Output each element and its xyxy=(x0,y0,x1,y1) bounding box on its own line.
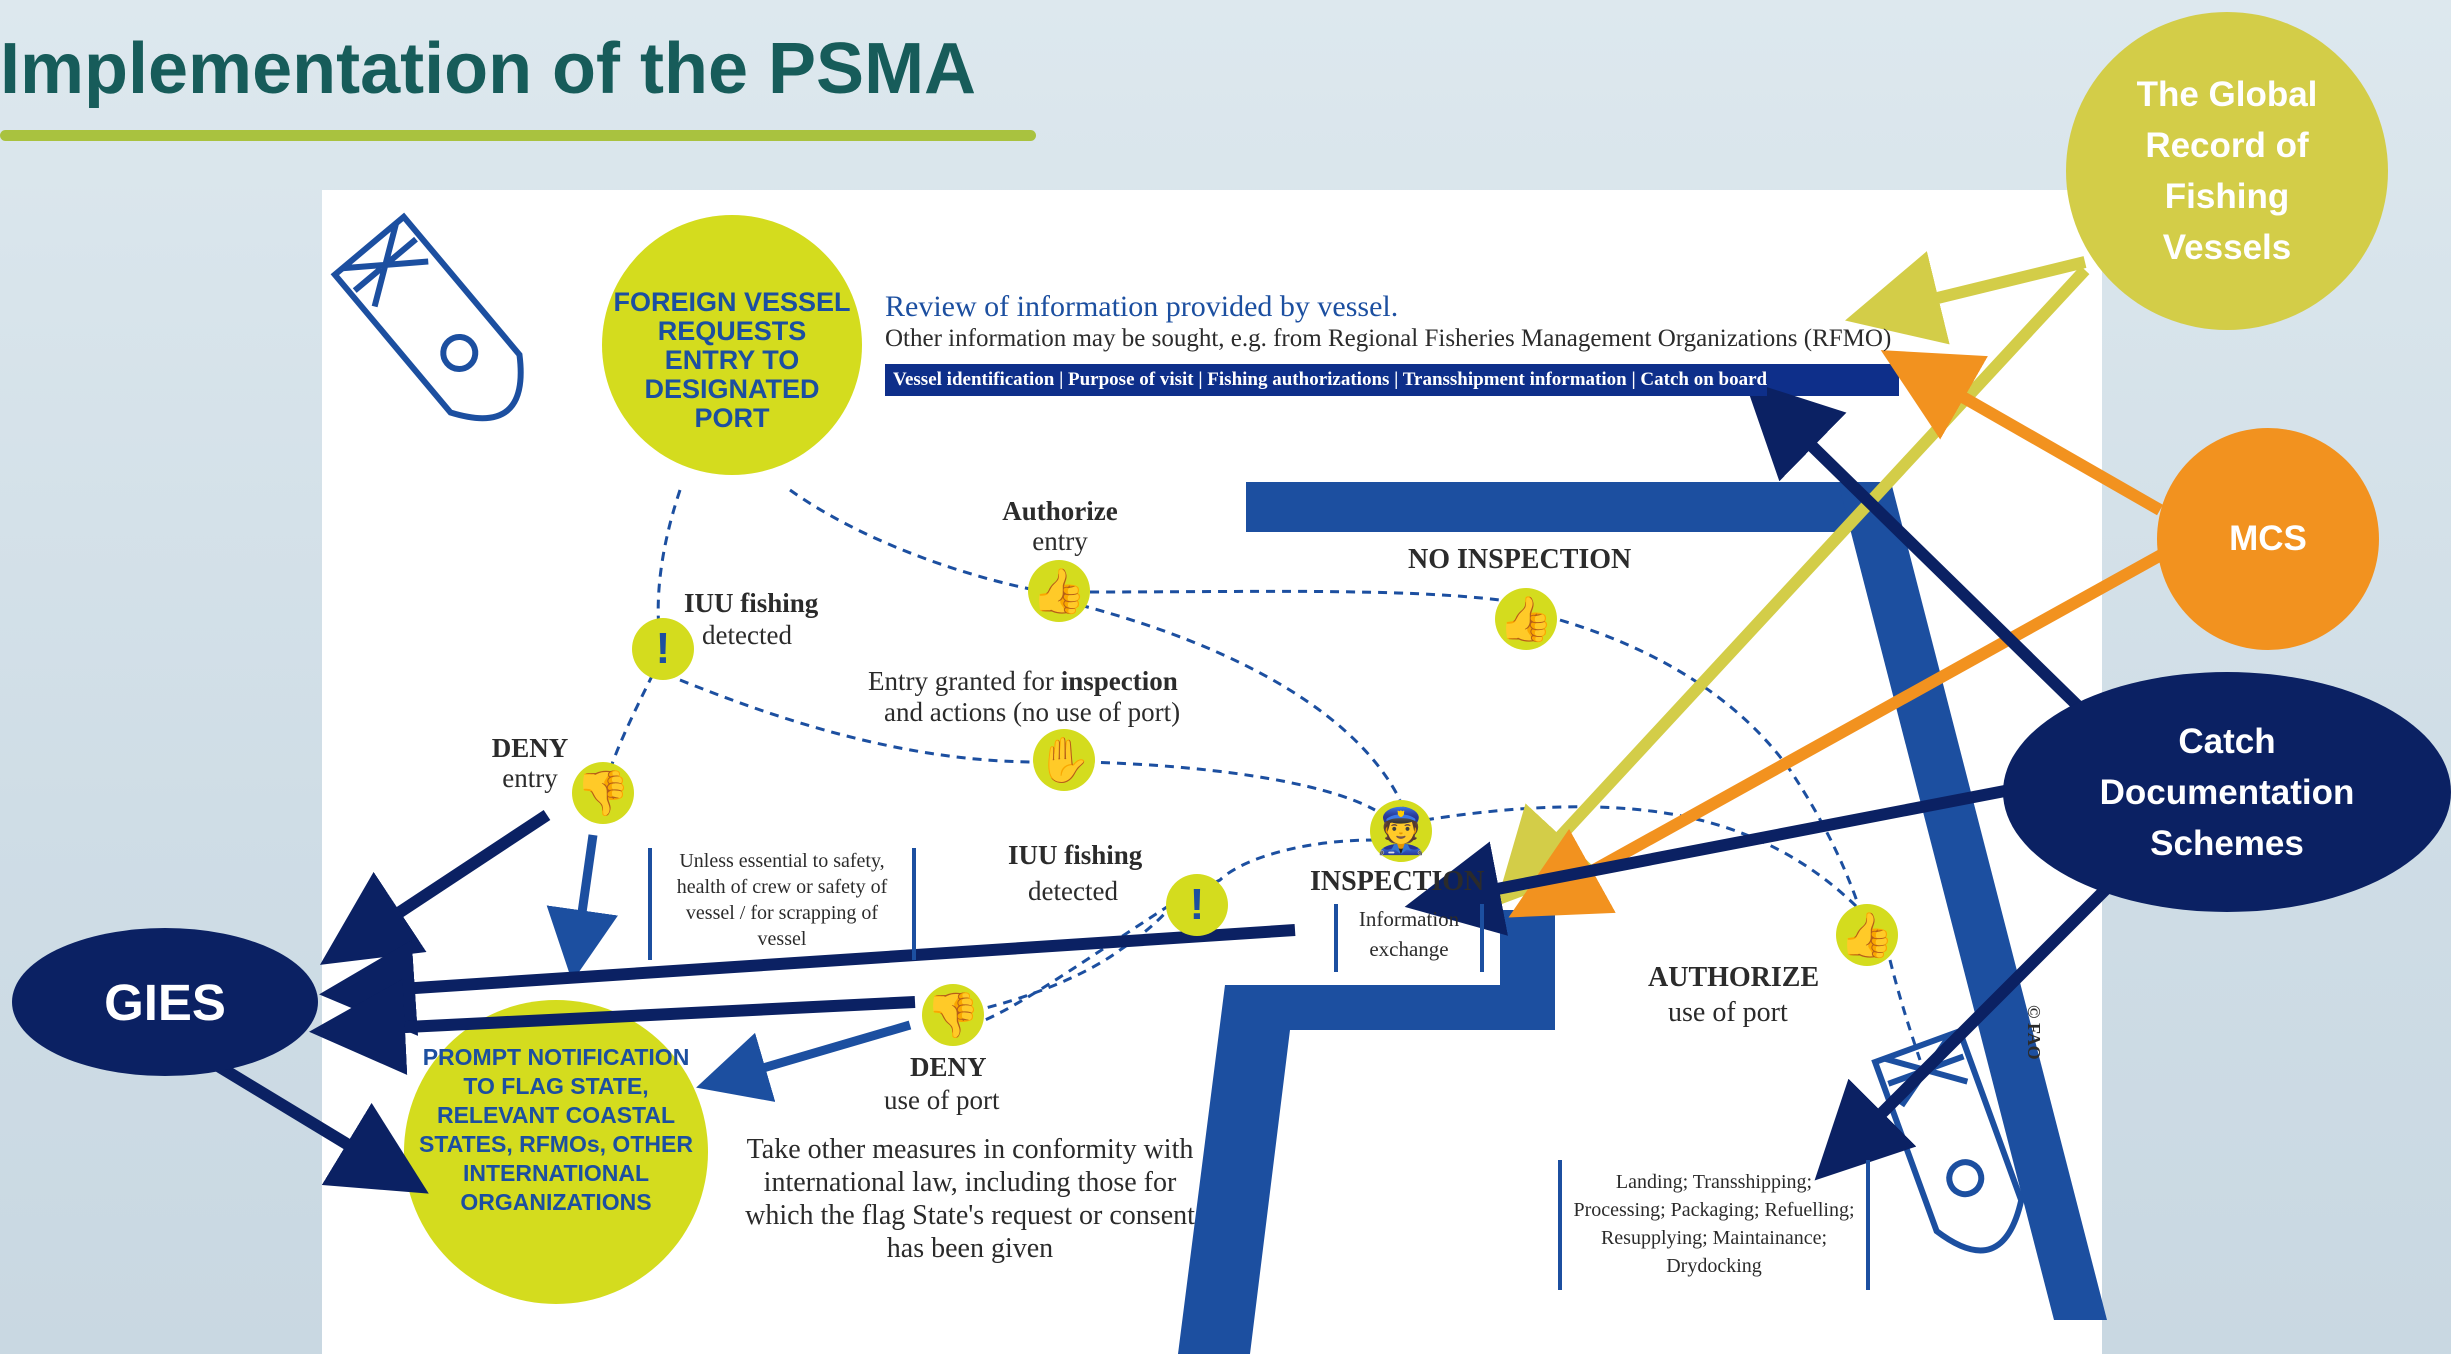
iuu-detected-sub-1: detected xyxy=(702,620,792,650)
entry-granted-b: inspection xyxy=(1060,666,1178,696)
review-heading: Review of information provided by vessel… xyxy=(885,290,1399,323)
catch-doc-bubble: Catch Documentation Schemes xyxy=(2003,672,2451,912)
authorize-port-sub: use of port xyxy=(1668,997,1788,1028)
alert-icon: ! xyxy=(1166,874,1228,936)
unless-essential-note: Unless essential to safety, health of cr… xyxy=(648,848,916,960)
entry-granted-label: Entry granted for inspection xyxy=(868,666,1178,697)
boat-icon-top xyxy=(330,212,524,422)
global-record-bubble: The Global Record of Fishing Vessels xyxy=(2066,12,2388,330)
other-measures-text: Take other measures in conformity with i… xyxy=(745,1134,1195,1264)
deny-entry-sub: entry xyxy=(502,763,558,793)
information-exchange-note: Information exchange xyxy=(1334,904,1484,972)
page-title: Implementation of the PSMA xyxy=(0,29,977,109)
iuu-detected-sub-2: detected xyxy=(1028,876,1118,906)
info-bar: Vessel identification | Purpose of visit… xyxy=(893,364,1768,396)
catch-doc-arrows xyxy=(1404,379,2140,1181)
mcs-bubble: MCS xyxy=(2157,428,2379,650)
thumbs-up-icon: 👍 xyxy=(1495,588,1557,650)
copyright-label: © FAO xyxy=(2024,1005,2044,1060)
deny-entry-title: DENY xyxy=(491,733,569,763)
mcs-arrows xyxy=(1508,350,2173,918)
deny-port-sub: use of port xyxy=(884,1085,1000,1115)
notification-circle xyxy=(404,1000,708,1304)
stop-hand-icon: ✋ xyxy=(1033,729,1095,791)
entry-granted-sub: and actions (no use of port) xyxy=(884,697,1181,727)
iuu-detected-title-1: IUU fishing xyxy=(684,588,819,618)
gies-bubble: GIES xyxy=(12,928,318,1076)
thumbs-down-icon: 👎 xyxy=(922,984,984,1046)
authorize-port-title: AUTHORIZE xyxy=(1648,962,1820,993)
start-circle-label: FOREIGN VESSEL REQUESTS ENTRY TO DESIGNA… xyxy=(613,286,851,433)
authorize-entry-title: Authorize xyxy=(1002,496,1118,526)
deny-port-title: DENY xyxy=(910,1052,987,1082)
authorize-entry-sub: entry xyxy=(1032,526,1088,556)
inspector-icon: 👮 xyxy=(1370,800,1432,862)
notification-circle-label: PROMPT NOTIFICATION TO FLAG STATE, RELEV… xyxy=(419,1044,693,1215)
alert-icon: ! xyxy=(632,618,694,680)
iuu-detected-title-2: IUU fishing xyxy=(1008,840,1143,870)
thumbs-down-icon: 👎 xyxy=(572,762,634,824)
deny-arrows xyxy=(546,834,912,1102)
thumbs-up-icon: 👍 xyxy=(1028,560,1090,622)
gies-arrows xyxy=(196,809,1296,1194)
thumbs-up-icon: 👍 xyxy=(1836,904,1898,966)
title-underline xyxy=(0,130,1036,141)
start-circle xyxy=(602,215,862,475)
inspection-label: INSPECTION xyxy=(1310,866,1485,897)
port-activities-note: Landing; Transshipping; Processing; Pack… xyxy=(1558,1160,1870,1290)
no-inspection-label: NO INSPECTION xyxy=(1408,544,1632,575)
global-record-arrows xyxy=(1495,251,2090,907)
entry-granted-a: Entry granted for xyxy=(868,666,1061,696)
review-subtext: Other information may be sought, e.g. fr… xyxy=(885,325,1892,352)
